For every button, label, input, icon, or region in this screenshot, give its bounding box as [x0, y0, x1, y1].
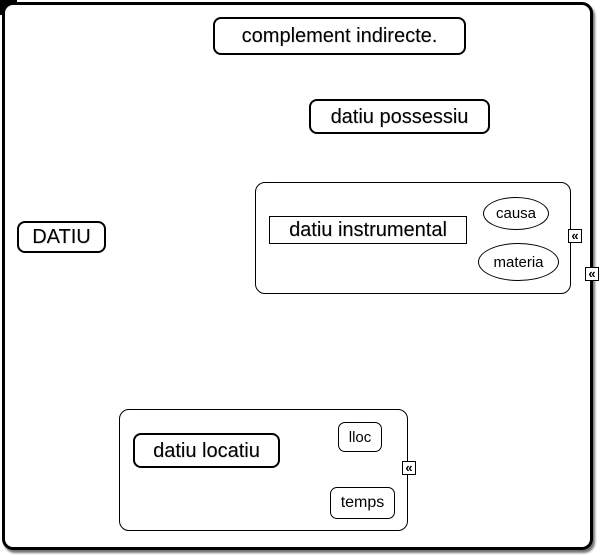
node-materia[interactable]: materia	[478, 243, 559, 281]
node-datiu-possessiu[interactable]: datiu possessiu	[309, 99, 490, 134]
collapse-icon[interactable]: «	[585, 267, 599, 281]
node-temps[interactable]: temps	[330, 487, 395, 519]
node-datiu-instrumental[interactable]: datiu instrumental	[269, 216, 467, 244]
node-lloc[interactable]: lloc	[338, 422, 382, 452]
node-datiu[interactable]: DATIU	[17, 221, 106, 253]
node-complement-indirecte[interactable]: complement indirecte.	[213, 17, 466, 55]
collapse-icon[interactable]: «	[402, 461, 416, 475]
collapse-icon[interactable]: «	[568, 229, 582, 243]
node-datiu-locatiu[interactable]: datiu locatiu	[133, 433, 280, 468]
node-causa[interactable]: causa	[483, 197, 549, 230]
